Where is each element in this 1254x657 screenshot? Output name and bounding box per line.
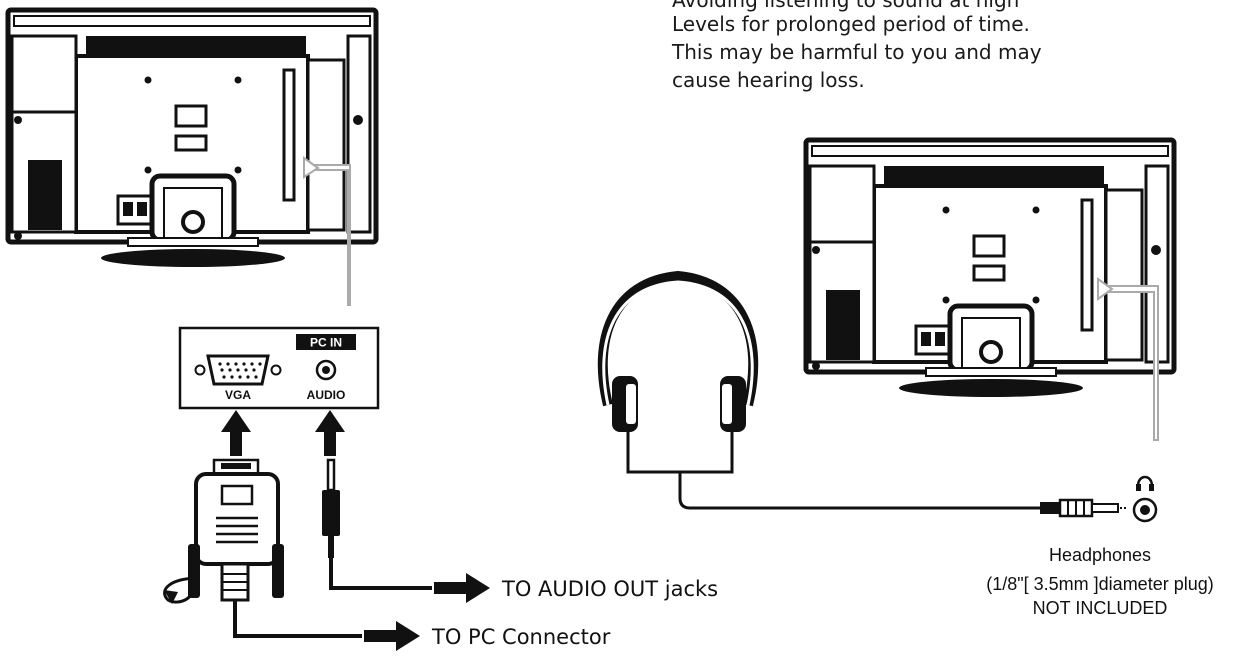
headphones-note: NOT INCLUDED	[1032, 598, 1168, 618]
pc-connector-callout: TO PC Connector	[432, 625, 611, 649]
warning-line-4: cause hearing loss.	[672, 68, 865, 92]
warning-line-2: Levels for prolonged period of time.	[672, 12, 1030, 36]
audio-out-callout: TO AUDIO OUT jacks	[502, 577, 719, 601]
pc-in-header-bg	[296, 334, 356, 350]
arrow-up-icon	[221, 410, 251, 456]
vga-port-icon	[194, 354, 282, 386]
headphone-symbol-icon	[1132, 475, 1158, 523]
warning-line-3: This may be harmful to you and may	[672, 40, 1042, 64]
vga-label: VGA	[225, 388, 251, 402]
arrow-right-icon	[364, 621, 420, 651]
headphones-title: Headphones	[1048, 545, 1152, 565]
audio-plug-icon	[322, 458, 432, 590]
tv-rear-icon	[8, 10, 376, 267]
warning-line-1: Avoiding listening to sound at high	[672, 0, 1020, 12]
audio-label: AUDIO	[307, 388, 346, 402]
arrow-right-icon	[434, 573, 490, 603]
pointer-line-right	[1097, 277, 1159, 441]
vga-cable-icon	[163, 458, 362, 638]
audio-jack-icon	[315, 359, 337, 381]
tv-rear-icon	[806, 140, 1174, 397]
arrow-up-icon	[315, 410, 345, 456]
pc-in-header: PC IN	[310, 336, 342, 350]
headphones-spec: (1/8"[ 3.5mm ]diameter plug)	[986, 574, 1214, 594]
headphones-icon	[597, 270, 1128, 518]
pc-in-panel: PC IN VGA AUDIO	[178, 326, 380, 410]
pointer-line-left	[303, 156, 351, 306]
